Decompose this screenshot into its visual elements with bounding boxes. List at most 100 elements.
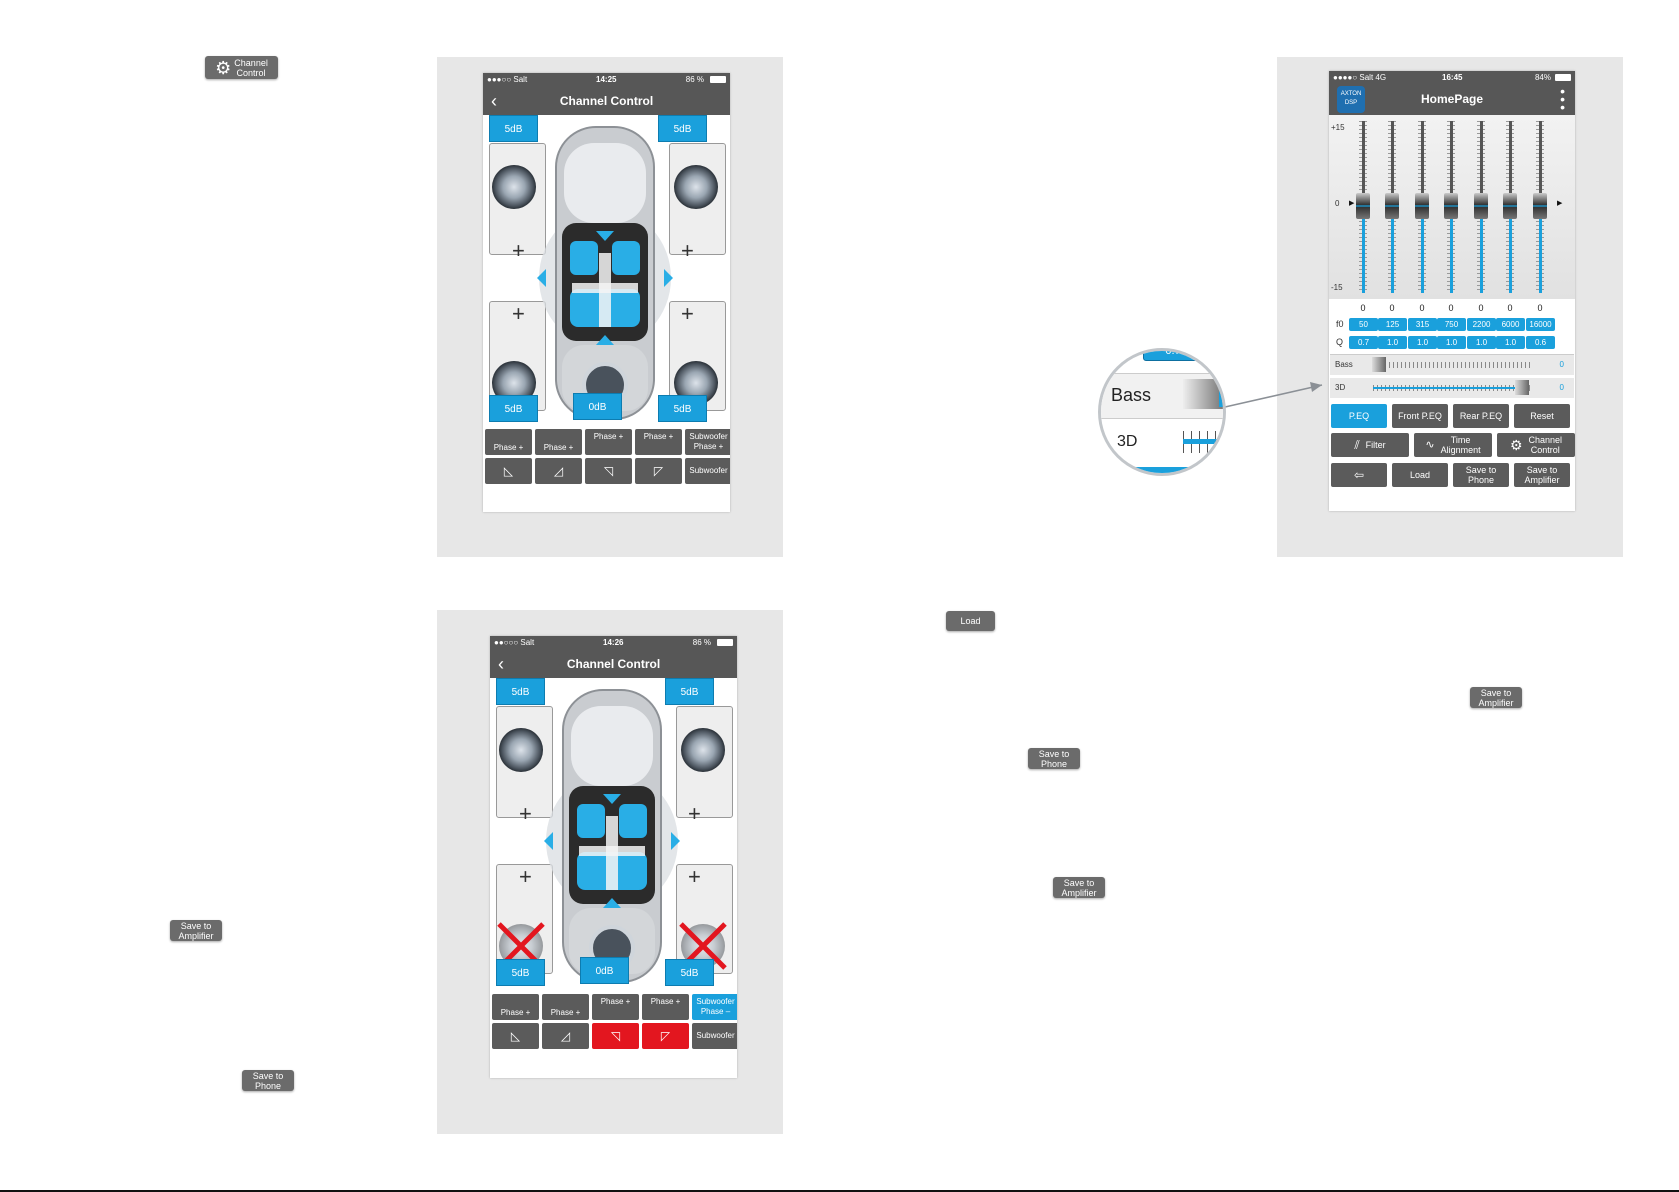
front-left-speaker-toggle[interactable]: ◺ bbox=[492, 1023, 539, 1049]
eq-slider-thumb[interactable] bbox=[1385, 193, 1399, 219]
back-chevron-icon[interactable]: ‹ bbox=[498, 654, 504, 674]
f0-value-cell[interactable]: 6000 bbox=[1496, 318, 1525, 331]
rear-left-gain-button[interactable]: 5dB bbox=[489, 395, 538, 422]
phase-button-row: Phase + Phase + Phase + Phase + Subwoofe… bbox=[485, 429, 730, 455]
filter-button[interactable]: ⫽Filter bbox=[1331, 433, 1409, 457]
button-label-line2: Amplifier bbox=[1061, 887, 1097, 898]
f0-value-cell[interactable]: 50 bbox=[1349, 318, 1378, 331]
front-right-gain-button[interactable]: 5dB bbox=[665, 678, 714, 705]
q-value-cell[interactable]: 1.0 bbox=[1496, 336, 1525, 349]
phase-label: Phase + bbox=[550, 1008, 581, 1017]
rear-left-gain-button[interactable]: 5dB bbox=[496, 959, 545, 986]
eq-slider-thumb[interactable] bbox=[1474, 193, 1488, 219]
rear-left-speaker-toggle[interactable]: ◹ bbox=[585, 458, 632, 484]
f0-value-cell[interactable]: 2200 bbox=[1467, 318, 1496, 331]
eq-slider-thumb[interactable] bbox=[1503, 193, 1517, 219]
bass-slider[interactable] bbox=[1373, 362, 1531, 368]
battery-icon bbox=[717, 639, 733, 646]
q-value-cell[interactable]: 1.0 bbox=[1378, 336, 1407, 349]
speaker-icon: ◹ bbox=[603, 464, 614, 478]
load-button[interactable]: Load bbox=[1392, 463, 1448, 487]
status-bar: ●●○○○ Salt 14:26 86 % bbox=[490, 636, 737, 650]
phase-button[interactable]: Phase + bbox=[642, 994, 689, 1020]
reset-button[interactable]: Reset bbox=[1514, 404, 1570, 428]
status-time: 16:45 bbox=[1442, 73, 1463, 82]
front-peq-button[interactable]: Front P.EQ bbox=[1392, 404, 1448, 428]
phase-label: Phase + bbox=[643, 432, 674, 441]
3d-slider-thumb[interactable] bbox=[1515, 380, 1529, 395]
speaker-icon: ◺ bbox=[503, 464, 514, 478]
bass-slider-thumb[interactable] bbox=[1372, 357, 1386, 372]
phase-button[interactable]: Phase + bbox=[542, 994, 589, 1020]
phase-button[interactable]: Phase + bbox=[485, 429, 532, 455]
phase-button[interactable]: Phase + bbox=[585, 429, 632, 455]
q-value-cell[interactable]: 1.0 bbox=[1467, 336, 1496, 349]
back-chevron-icon[interactable]: ‹ bbox=[491, 91, 497, 111]
eq-slider-thumb[interactable] bbox=[1444, 193, 1458, 219]
front-left-speaker-toggle[interactable]: ◺ bbox=[485, 458, 532, 484]
q-value-cell[interactable]: 0.6 bbox=[1526, 336, 1555, 349]
exit-button[interactable]: ⇦ bbox=[1331, 463, 1387, 487]
more-menu-icon[interactable]: ••• bbox=[1560, 83, 1565, 115]
f0-value-cell[interactable]: 750 bbox=[1437, 318, 1466, 331]
phase-label: Phase – bbox=[700, 1007, 731, 1016]
front-right-speaker-toggle[interactable]: ◿ bbox=[535, 458, 582, 484]
rear-right-gain-button[interactable]: 5dB bbox=[665, 959, 714, 986]
phase-button[interactable]: Phase + bbox=[635, 429, 682, 455]
subwoofer-toggle[interactable]: Subwoofer bbox=[685, 458, 730, 484]
front-right-speaker-toggle[interactable]: ◿ bbox=[542, 1023, 589, 1049]
eq-slider-thumb[interactable] bbox=[1533, 193, 1547, 219]
button-label-line1: Save to bbox=[1465, 465, 1497, 475]
front-left-gain-button[interactable]: 5dB bbox=[489, 115, 538, 142]
front-right-gain-button[interactable]: 5dB bbox=[658, 115, 707, 142]
peq-button[interactable]: P.EQ bbox=[1331, 404, 1387, 428]
f0-value-cell[interactable]: 16000 bbox=[1526, 318, 1555, 331]
f0-value-cell[interactable]: 125 bbox=[1378, 318, 1407, 331]
page-title: Channel Control bbox=[566, 657, 661, 671]
subwoofer-gain-button[interactable]: 0dB bbox=[580, 957, 629, 984]
load-button[interactable]: Load bbox=[946, 611, 995, 631]
plus-icon: + bbox=[512, 238, 525, 263]
bass-row: Bass 0 bbox=[1330, 354, 1574, 375]
front-left-gain-button[interactable]: 5dB bbox=[496, 678, 545, 705]
phase-button[interactable]: Phase + bbox=[535, 429, 582, 455]
rear-peq-button[interactable]: Rear P.EQ bbox=[1453, 404, 1509, 428]
rear-right-gain-button[interactable]: 5dB bbox=[658, 395, 707, 422]
button-label-line1: Channel bbox=[234, 57, 268, 68]
rear-right-speaker-box bbox=[676, 864, 733, 974]
q-value-cell[interactable]: 1.0 bbox=[1437, 336, 1466, 349]
phase-button[interactable]: Phase + bbox=[592, 994, 639, 1020]
q-value-cell[interactable]: 0.7 bbox=[1349, 336, 1378, 349]
subwoofer-label: Subwoofer bbox=[696, 997, 735, 1006]
eq-mode-row: P.EQ Front P.EQ Rear P.EQ Reset bbox=[1331, 404, 1570, 428]
gear-icon: ⚙ bbox=[1509, 437, 1523, 453]
waveform-icon: ∿ bbox=[1425, 439, 1435, 451]
eq-slider-thumb[interactable] bbox=[1356, 193, 1370, 219]
rear-right-speaker-toggle[interactable]: ◸ bbox=[642, 1023, 689, 1049]
phone-screen: ●●●○○ Salt 14:25 86 % ‹ Channel Control … bbox=[483, 73, 730, 512]
eq-gain-value: 0 bbox=[1507, 303, 1513, 313]
rear-left-speaker-toggle[interactable]: ◹ bbox=[592, 1023, 639, 1049]
phase-button[interactable]: Phase + bbox=[492, 994, 539, 1020]
eq-slider-thumb[interactable] bbox=[1415, 193, 1429, 219]
rear-right-speaker-toggle[interactable]: ◸ bbox=[635, 458, 682, 484]
q-value-cell[interactable]: 1.0 bbox=[1408, 336, 1437, 349]
subwoofer-toggle[interactable]: Subwoofer bbox=[692, 1023, 737, 1049]
channel-label: Channel bbox=[1528, 435, 1563, 445]
subwoofer-gain-button[interactable]: 0dB bbox=[573, 393, 622, 420]
f0-value-cell[interactable]: 315 bbox=[1408, 318, 1437, 331]
